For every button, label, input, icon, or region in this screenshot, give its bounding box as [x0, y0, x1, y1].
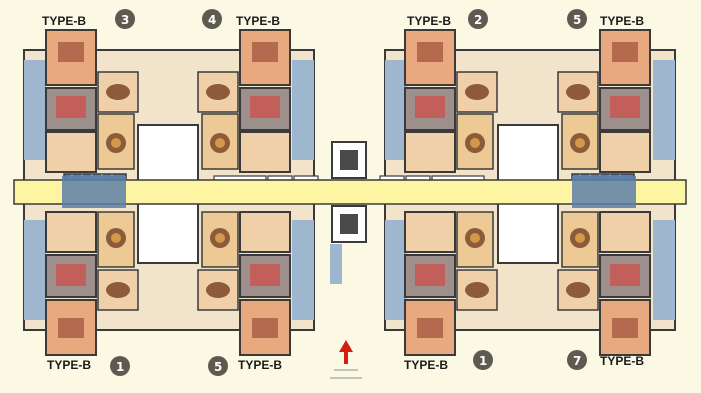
- apartment-bottom-right: [557, 211, 651, 356]
- lift-core-bottom-left: [137, 202, 199, 264]
- unit-number-badge-icon: 5: [208, 356, 228, 376]
- apartment-bottom-right-left-block: [197, 211, 291, 356]
- north-arrow-icon: [330, 340, 362, 379]
- unit-number-badge-icon: 3: [115, 9, 135, 29]
- unit-number-top-middle: 2: [474, 13, 482, 27]
- unit-number-top-right: 5: [573, 13, 581, 27]
- type-label-top-left: TYPE-B: [42, 14, 86, 28]
- type-label-bottom-right: TYPE-B: [600, 354, 644, 368]
- unit-number-badge-icon: 1: [473, 350, 493, 370]
- unit-number-badge-icon: 1: [110, 356, 130, 376]
- middle-connector: [330, 141, 367, 284]
- type-label-top-center: TYPE-B: [236, 14, 280, 28]
- apartment-top-left: [45, 29, 139, 173]
- unit-number-badge-icon: 4: [202, 9, 222, 29]
- lift-core-top-left: [137, 124, 199, 191]
- apartment-top-right: [557, 29, 651, 173]
- unit-number-badge-icon: 7: [567, 350, 587, 370]
- type-label-bottom-middle: TYPE-B: [404, 358, 448, 372]
- unit-number-bottom-center: 5: [214, 360, 222, 374]
- unit-number-top-left: 3: [121, 13, 129, 27]
- lift-core-bottom-right: [497, 202, 559, 264]
- type-label-top-right: TYPE-B: [600, 14, 644, 28]
- type-label-bottom-center: TYPE-B: [238, 358, 282, 372]
- apartment-bottom-left-right-block: [404, 211, 498, 356]
- corridor-stair-right: [572, 176, 636, 208]
- type-label-bottom-left: TYPE-B: [47, 358, 91, 372]
- apartment-top-left-right-block: [404, 29, 498, 173]
- unit-number-bottom-middle: 1: [479, 354, 487, 368]
- unit-number-badge-icon: 5: [567, 9, 587, 29]
- unit-number-bottom-left: 1: [116, 360, 124, 374]
- unit-number-top-center: 4: [208, 13, 216, 27]
- unit-number-bottom-right: 7: [573, 354, 581, 368]
- unit-number-badge-icon: 2: [468, 9, 488, 29]
- corridor-stair-left: [62, 176, 126, 208]
- type-label-top-middle: TYPE-B: [407, 14, 451, 28]
- apartment-bottom-left: [45, 211, 139, 356]
- apartment-top-right-left-block: [197, 29, 291, 173]
